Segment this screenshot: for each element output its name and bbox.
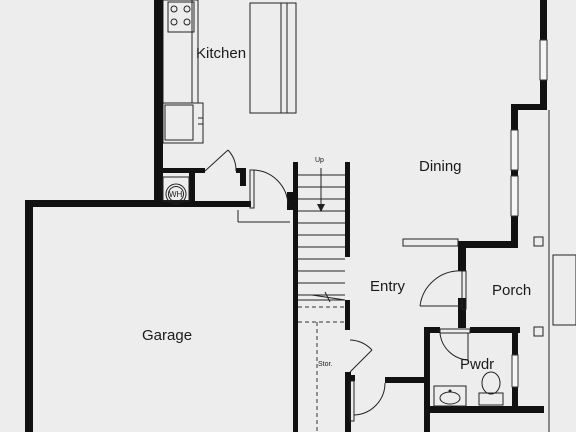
staircase [298,174,345,432]
sink-icon [433,385,467,407]
room-label-garage: Garage [142,327,193,344]
entry-door [419,270,467,310]
room-label-kitchen: Kitchen [196,45,247,62]
room-label-dining: Dining [419,158,462,175]
kitchen-counter [162,0,204,144]
storage-door [349,339,373,373]
powder-window [511,354,519,388]
pantry-door [204,149,237,172]
garage-door-swing [237,169,290,223]
dining-window-lower [510,129,519,171]
stair-bottom-door [349,380,386,422]
stair-direction-label: Up [315,157,324,164]
dining-window [539,39,548,81]
stove [167,1,195,33]
toilet-icon [478,371,504,406]
porch-railing [402,110,576,432]
room-label-storage: Stor. [318,361,333,368]
stair-up-arrow-icon [317,168,325,212]
powder-door [439,328,471,361]
room-label-entry: Entry [370,278,406,295]
room-label-powder: Pwdr [460,356,495,373]
water-heater-label: WH [169,190,183,199]
stair-cut-line [311,291,346,303]
room-label-porch: Porch [492,282,532,299]
kitchen-island [249,2,297,114]
dining-window-lower-2 [510,175,519,217]
water-heater-symbol [162,176,190,205]
